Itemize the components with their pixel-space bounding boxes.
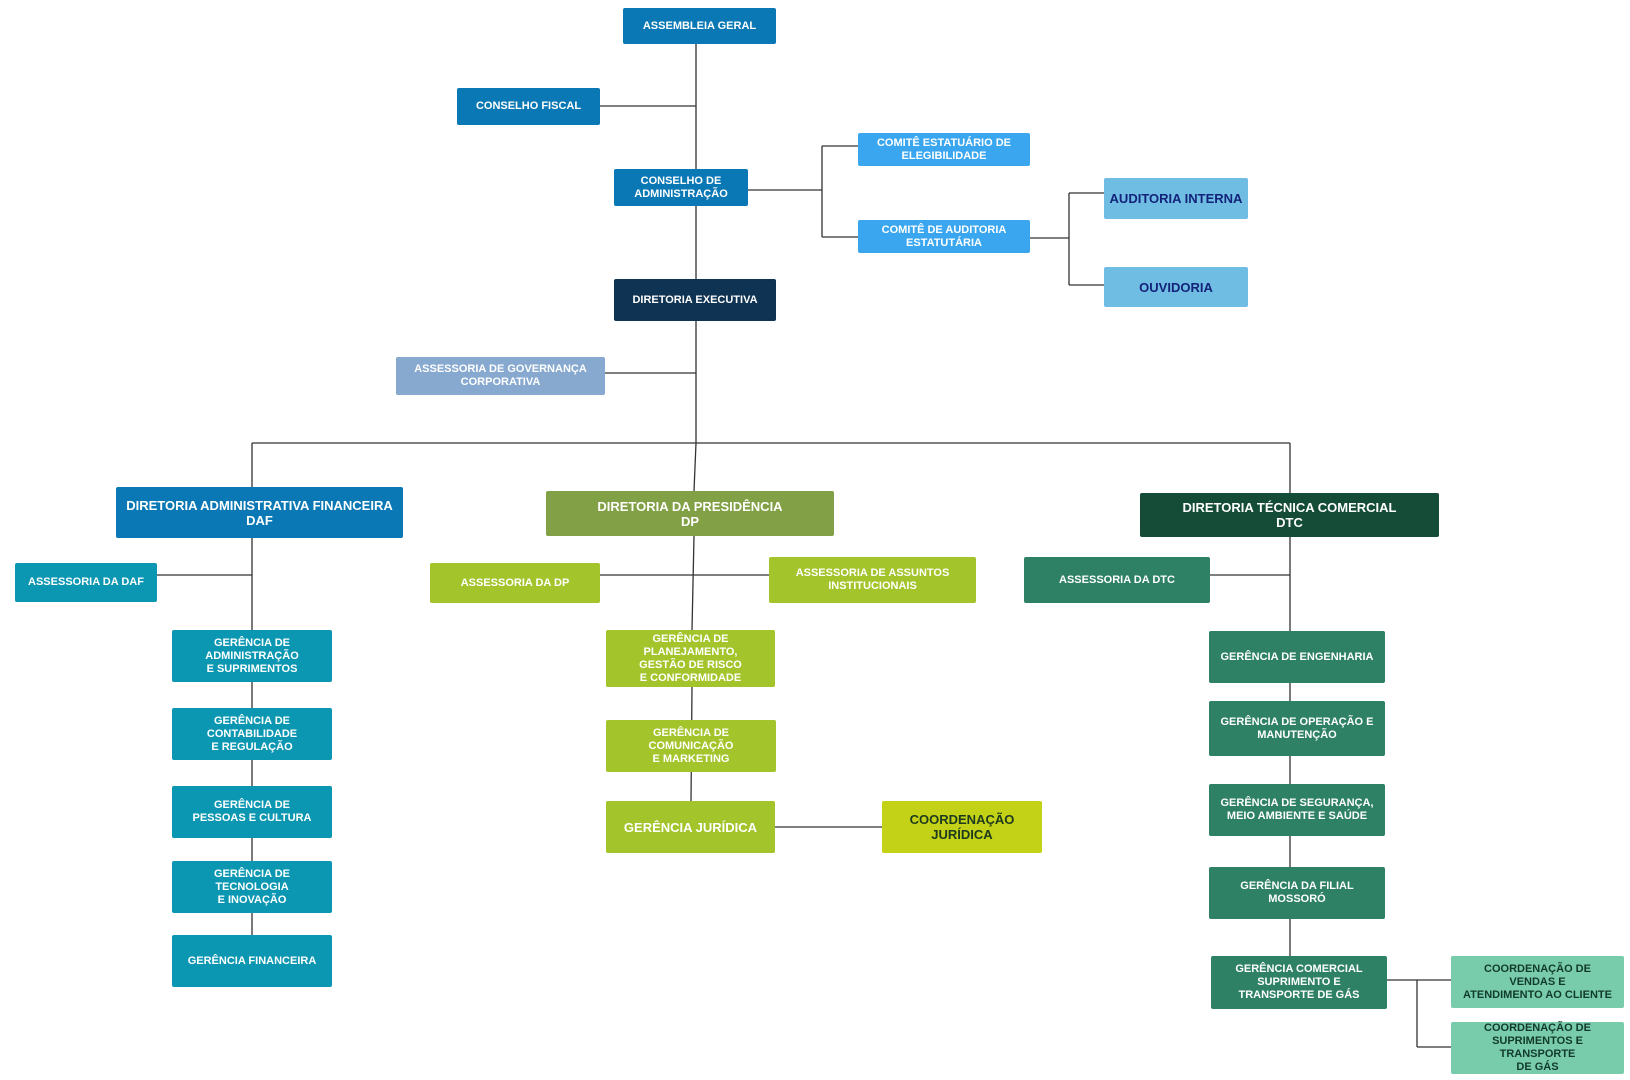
- box-assess-dp: ASSESSORIA DA DP: [430, 563, 600, 603]
- box-ger-comercial: GERÊNCIA COMERCIAL SUPRIMENTO E TRANSPOR…: [1211, 956, 1387, 1009]
- box-ger-fin: GERÊNCIA FINANCEIRA: [172, 935, 332, 987]
- box-conselho-adm: CONSELHO DE ADMINISTRAÇÃO: [614, 169, 748, 206]
- connector-line: [693, 442, 697, 492]
- box-ger-filial: GERÊNCIA DA FILIAL MOSSORÓ: [1209, 867, 1385, 919]
- box-comite-eleg: COMITÊ ESTATUÁRIO DE ELEGIBILIDADE: [858, 133, 1030, 166]
- box-coord-sup: COORDENAÇÃO DE SUPRIMENTOS E TRANSPORTE …: [1451, 1022, 1624, 1074]
- box-ger-jur: GERÊNCIA JURÍDICA: [606, 801, 775, 853]
- connector-line: [691, 535, 695, 631]
- box-ouvidoria: OUVIDORIA: [1104, 267, 1248, 307]
- box-ger-tec: GERÊNCIA DE TECNOLOGIA E INOVAÇÃO: [172, 861, 332, 913]
- box-ger-pessoas: GERÊNCIA DE PESSOAS E CULTURA: [172, 786, 332, 838]
- box-auditoria: AUDITORIA INTERNA: [1104, 178, 1248, 219]
- box-ger-cont: GERÊNCIA DE CONTABILIDADE E REGULAÇÃO: [172, 708, 332, 760]
- box-ger-op: GERÊNCIA DE OPERAÇÃO E MANUTENÇÃO: [1209, 701, 1385, 756]
- box-assess-inst: ASSESSORIA DE ASSUNTOS INSTITUCIONAIS: [769, 557, 976, 603]
- box-ger-adm: GERÊNCIA DE ADMINISTRAÇÃO E SUPRIMENTOS: [172, 630, 332, 682]
- box-assembleia: ASSEMBLEIA GERAL: [623, 8, 776, 44]
- box-daf: DIRETORIA ADMINISTRATIVA FINANCEIRA DAF: [116, 487, 403, 538]
- box-comite-aud: COMITÊ DE AUDITORIA ESTATUTÁRIA: [858, 220, 1030, 253]
- box-ger-eng: GERÊNCIA DE ENGENHARIA: [1209, 631, 1385, 683]
- box-assess-daf: ASSESSORIA DA DAF: [15, 563, 157, 602]
- box-dir-exec: DIRETORIA EXECUTIVA: [614, 279, 776, 321]
- box-ger-seg: GERÊNCIA DE SEGURANÇA, MEIO AMBIENTE E S…: [1209, 784, 1385, 836]
- box-conselho-fiscal: CONSELHO FISCAL: [457, 88, 600, 125]
- box-ger-plan: GERÊNCIA DE PLANEJAMENTO, GESTÃO DE RISC…: [606, 630, 775, 687]
- box-dtc: DIRETORIA TÉCNICA COMERCIAL DTC: [1140, 493, 1439, 537]
- box-dp: DIRETORIA DA PRESIDÊNCIA DP: [546, 491, 834, 536]
- box-assess-dtc: ASSESSORIA DA DTC: [1024, 557, 1210, 603]
- box-coord-jur: COORDENAÇÃO JURÍDICA: [882, 801, 1042, 853]
- box-coord-vendas: COORDENAÇÃO DE VENDAS E ATENDIMENTO AO C…: [1451, 956, 1624, 1008]
- box-assess-gov: ASSESSORIA DE GOVERNANÇA CORPORATIVA: [396, 357, 605, 395]
- box-ger-com: GERÊNCIA DE COMUNICAÇÃO E MARKETING: [606, 720, 776, 772]
